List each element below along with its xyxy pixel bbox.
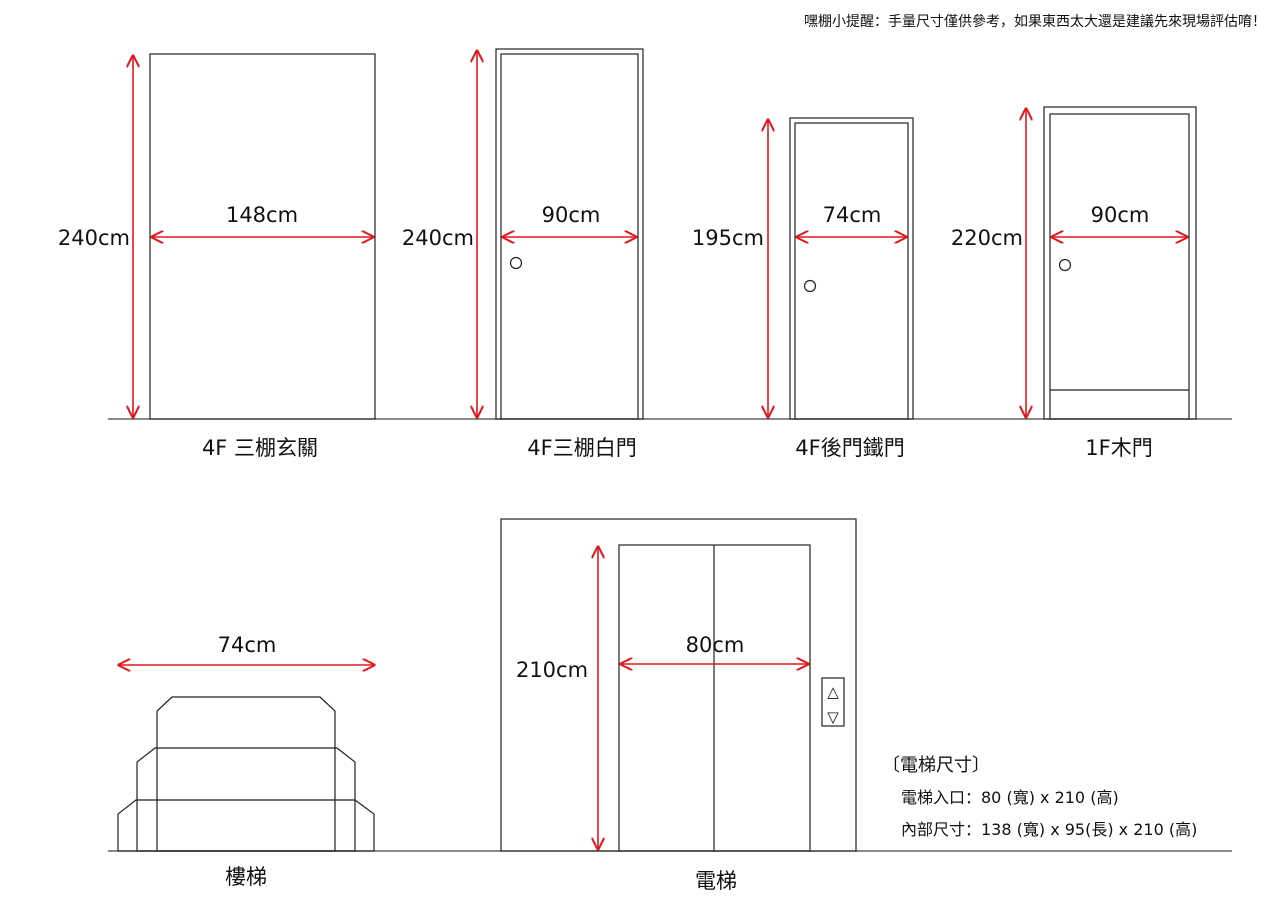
stair-step-bottom	[117, 799, 375, 852]
door-leaf	[794, 122, 909, 420]
door-leaf	[1049, 113, 1190, 420]
elevator-spec: 〔電梯尺寸〕 電梯入口：80 (寬) x 210 (高) 內部尺寸：138 (寬…	[882, 755, 1197, 839]
door-4f-entrance: 240cm 148cm 4F 三棚玄關	[58, 53, 376, 460]
width-label: 80cm	[686, 633, 745, 657]
height-label: 240cm	[402, 226, 474, 250]
height-label: 220cm	[951, 226, 1023, 250]
spec-title: 〔電梯尺寸〕	[882, 755, 990, 776]
down-arrow-icon: ▽	[827, 708, 839, 726]
up-arrow-icon: △	[827, 683, 839, 701]
door-knob-icon	[509, 256, 523, 270]
stairs: 74cm 樓梯	[117, 633, 375, 889]
door-outer-frame	[789, 117, 914, 420]
door-frame	[149, 53, 376, 420]
elevator-call-panel	[821, 677, 845, 727]
stairs-caption: 樓梯	[225, 865, 267, 889]
width-label: 74cm	[218, 633, 277, 657]
door-outer-frame	[495, 48, 644, 420]
door-caption: 4F三棚白門	[527, 436, 636, 460]
spec-entrance: 電梯入口：80 (寬) x 210 (高)	[901, 788, 1119, 807]
height-label: 240cm	[58, 226, 130, 250]
stair-step-top	[156, 696, 336, 852]
elevator: △ ▽ 210cm 80cm 電梯	[500, 518, 857, 893]
width-label: 74cm	[823, 203, 882, 227]
elevator-wall	[500, 518, 857, 852]
spec-interior: 內部尺寸：138 (寬) x 95(長) x 210 (高)	[901, 820, 1197, 839]
door-knob-icon	[803, 279, 817, 293]
door-outer-frame	[1043, 106, 1197, 420]
door-caption: 1F木門	[1085, 436, 1152, 460]
door-knob-icon	[1058, 258, 1072, 272]
reminder-note: 嘿棚小提醒：手量尺寸僅供參考，如果東西太大還是建議先來現場評估唷！	[804, 13, 1266, 30]
width-label: 148cm	[226, 203, 298, 227]
door-caption: 4F後門鐵門	[795, 436, 904, 460]
width-label: 90cm	[542, 203, 601, 227]
door-4f-white: 240cm 90cm 4F三棚白門	[402, 48, 644, 460]
door-caption: 4F 三棚玄關	[202, 436, 318, 460]
width-label: 90cm	[1091, 203, 1150, 227]
door-4f-back-iron: 195cm 74cm 4F後門鐵門	[692, 117, 914, 460]
door-1f-wood: 220cm 90cm 1F木門	[951, 106, 1197, 460]
elevator-caption: 電梯	[695, 869, 737, 893]
height-label: 210cm	[516, 658, 588, 682]
height-label: 195cm	[692, 226, 764, 250]
door-leaf	[500, 53, 639, 420]
